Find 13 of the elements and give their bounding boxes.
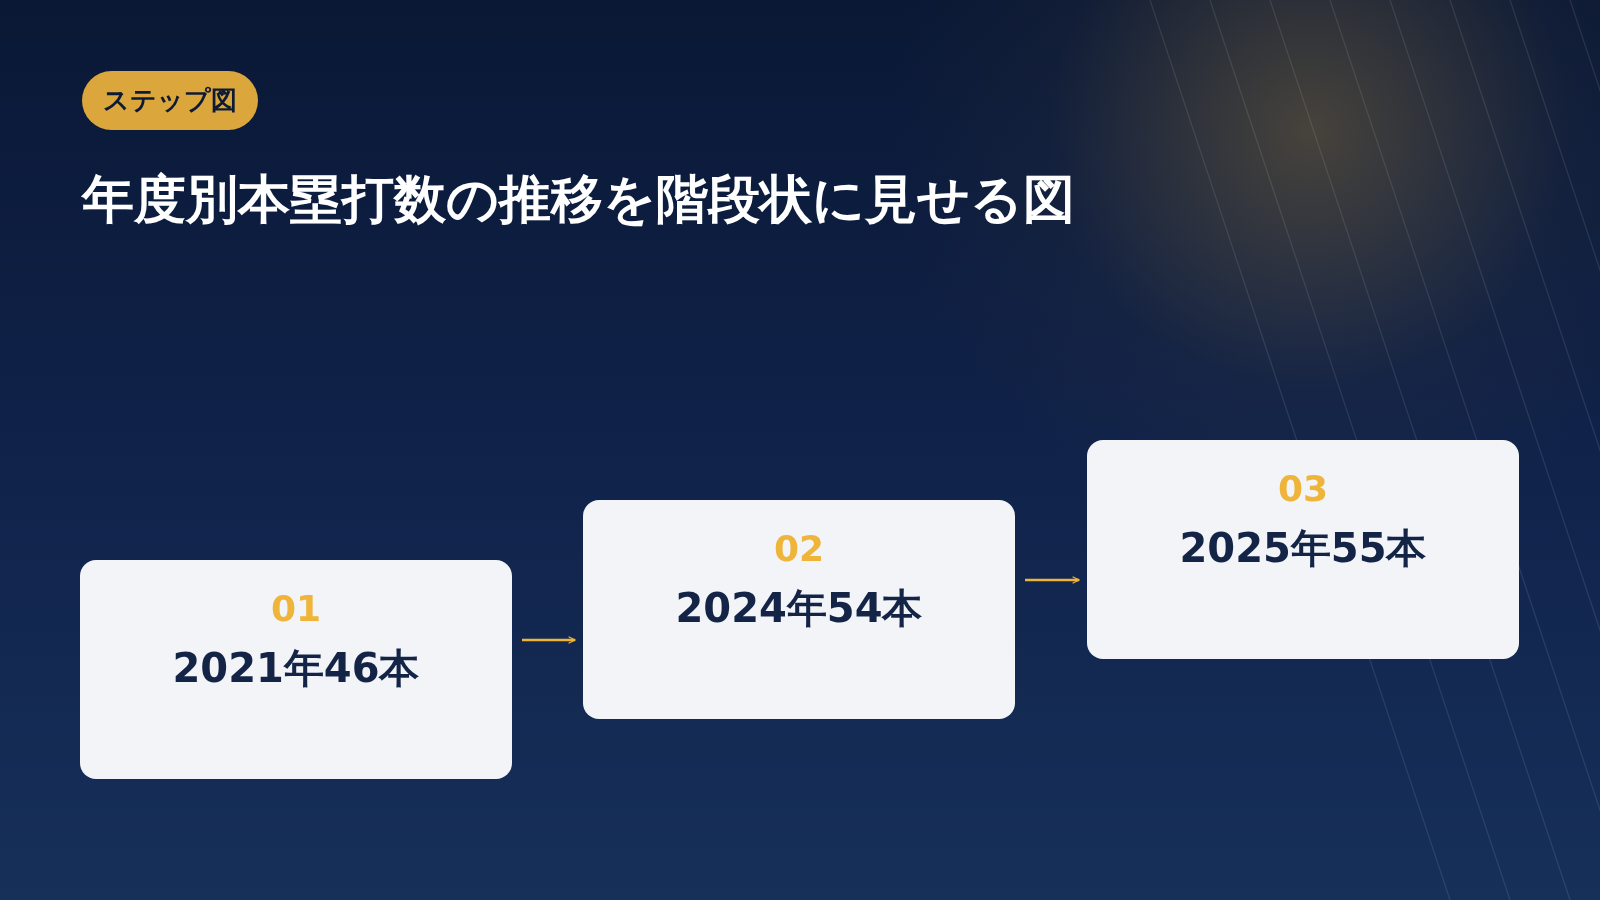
step-card (80, 560, 512, 779)
title: 年度別本塁打数の推移を階段状に見せる図 (82, 168, 1075, 231)
arrow (522, 636, 576, 644)
step-number: 03 (1277, 468, 1329, 509)
tag-badge: ステップ図 (82, 71, 258, 130)
step-card (583, 500, 1015, 719)
step-text: 2021年46本 (172, 644, 420, 693)
step-text: 2024年54本 (675, 584, 923, 633)
step-card (1087, 440, 1519, 659)
step-number: 01 (270, 588, 322, 629)
step-text: 2025年55本 (1179, 524, 1427, 573)
step-number: 02 (773, 528, 825, 569)
arrow (1025, 576, 1080, 584)
